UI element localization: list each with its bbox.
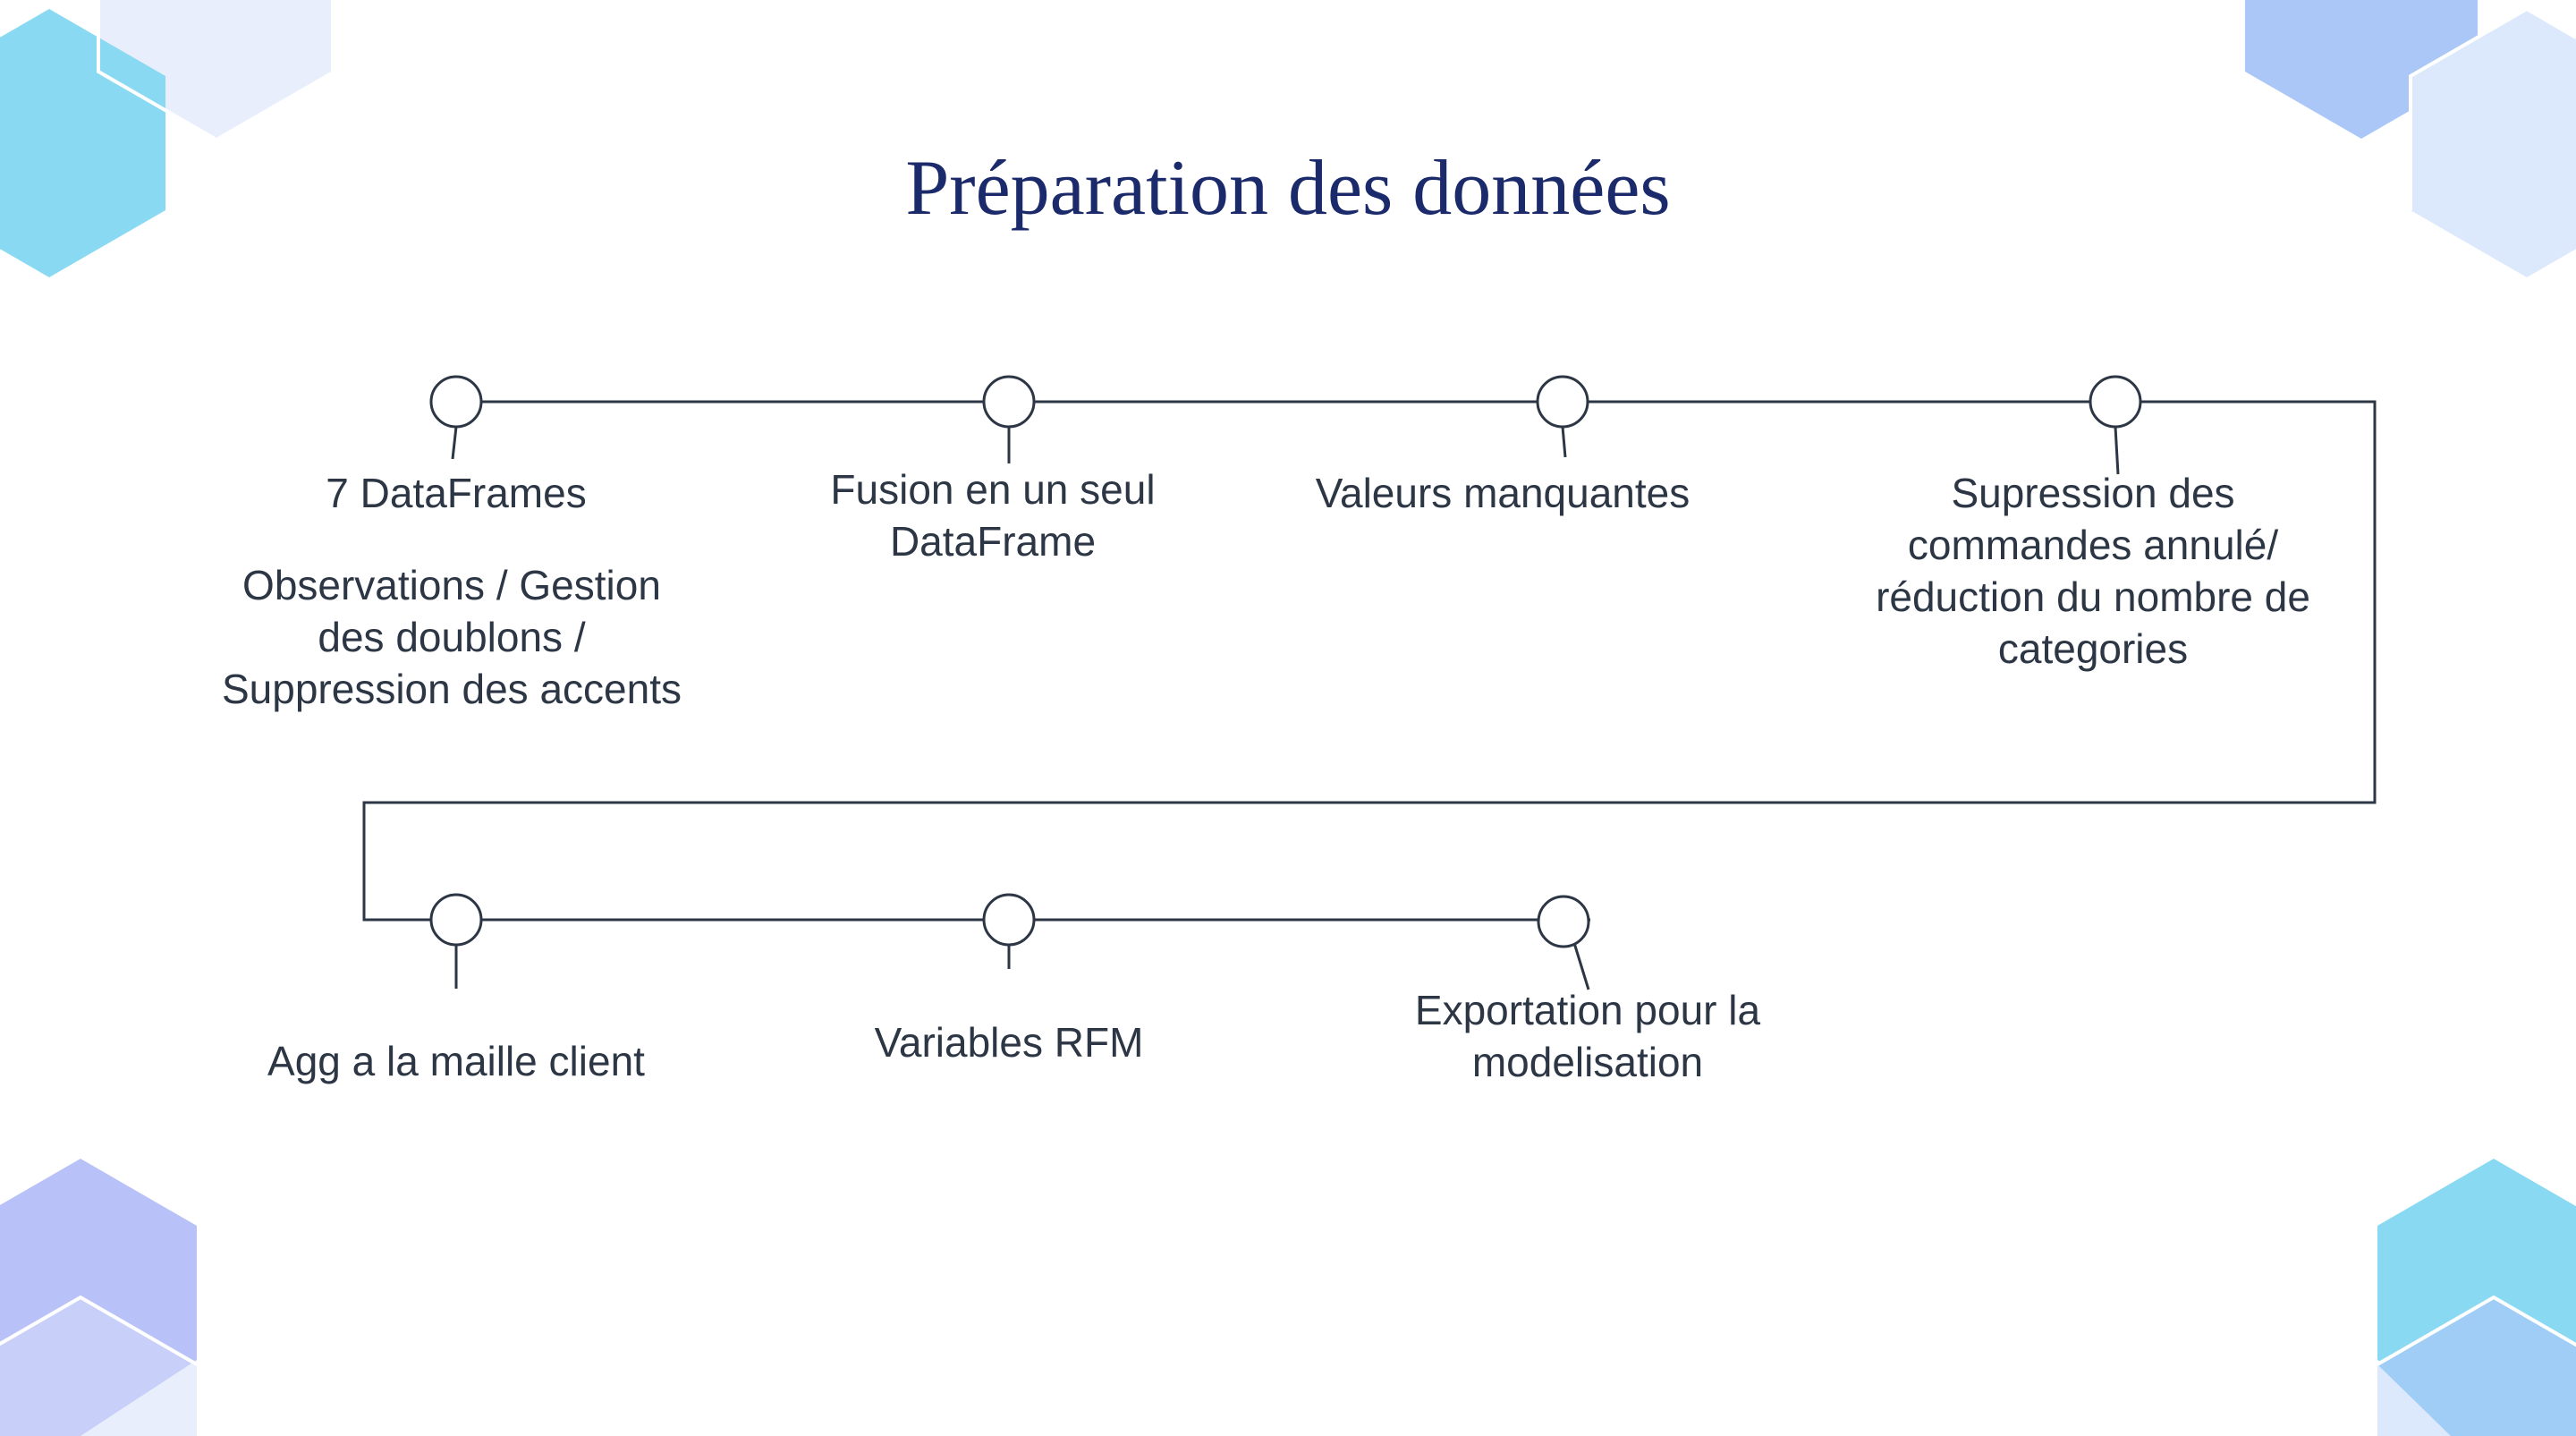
flow-connector xyxy=(362,400,2504,922)
milestone-3-stem xyxy=(1561,426,1567,458)
milestone-4 xyxy=(2089,375,2142,475)
hexagon-bottom-right-corner xyxy=(2377,1364,2451,1436)
milestone-6 xyxy=(982,893,1036,969)
page-title: Préparation des données xyxy=(905,145,1671,232)
step-4-label: Supression des commandes annulé/ réducti… xyxy=(1876,470,2310,672)
milestone-1-node xyxy=(429,375,483,429)
milestone-1-stem xyxy=(451,426,458,460)
milestone-7-node xyxy=(1537,895,1590,948)
milestone-6-node xyxy=(982,893,1036,947)
milestone-5-node xyxy=(429,893,483,947)
hexagon-top-left-outline xyxy=(97,0,216,140)
step-1-note: Observations / Gestion des doublons / Su… xyxy=(222,562,682,712)
step-5-label: Agg a la maille client xyxy=(267,1038,645,1084)
milestone-3-node xyxy=(1536,375,1589,429)
hexagon-bottom-left-corner xyxy=(80,1360,197,1436)
step-1-label: 7 DataFrames xyxy=(326,470,587,516)
milestone-1 xyxy=(429,375,483,460)
milestone-7-stem xyxy=(1572,942,1590,990)
step-2-label: Fusion en un seul DataFrame xyxy=(830,466,1156,565)
connector-mask xyxy=(1590,908,2574,931)
milestone-5 xyxy=(429,893,483,989)
milestone-4-stem xyxy=(2114,426,2120,475)
step-3-label: Valeurs manquantes xyxy=(1315,470,1690,516)
hexagon-top-left xyxy=(0,9,165,277)
hexagon-bottom-left-outline xyxy=(0,1295,198,1366)
hexagon-bottom-right-inner xyxy=(2377,1297,2576,1436)
step-7-label: Exportation pour la modelisation xyxy=(1414,987,1761,1085)
hexagon-top-right-outline xyxy=(2409,6,2576,210)
hexagon-bottom-right-outline xyxy=(2377,1295,2576,1366)
milestone-7 xyxy=(1537,895,1590,990)
milestone-3 xyxy=(1536,375,1589,458)
hexagon-top-right-pale xyxy=(2411,9,2576,277)
milestone-4-node xyxy=(2089,375,2142,429)
milestone-2 xyxy=(982,375,1036,463)
step-6-label: Variables RFM xyxy=(874,1019,1144,1066)
milestone-2-node xyxy=(982,375,1036,429)
